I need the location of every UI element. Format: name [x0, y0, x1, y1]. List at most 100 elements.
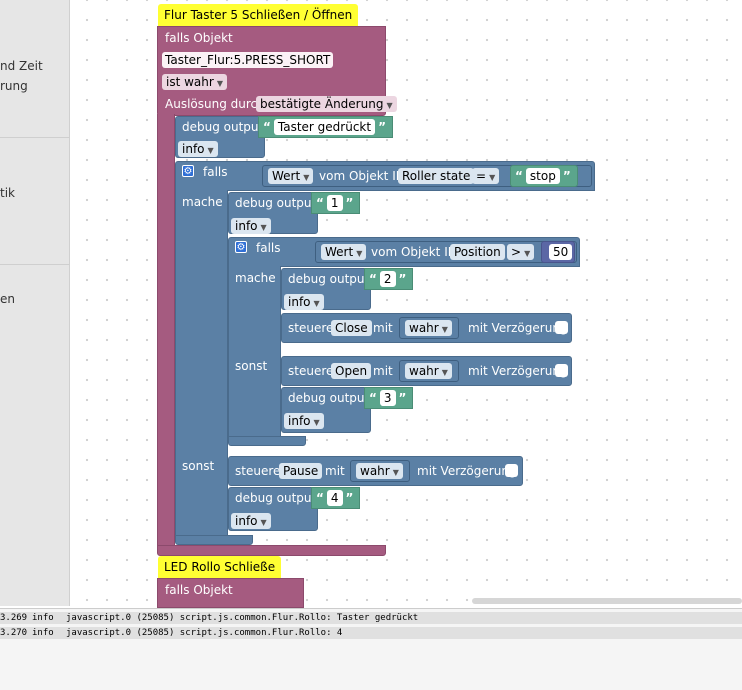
chevron-down-icon: ▼ — [356, 249, 363, 258]
event-block-spine — [157, 114, 175, 548]
control-label: steuere — [235, 464, 281, 478]
value-select-value: Wert — [272, 169, 301, 183]
value-select-dropdown[interactable]: Wert▼ — [268, 168, 314, 184]
boolean-dropdown[interactable]: wahr▼ — [405, 320, 452, 336]
string-block[interactable]: “3” — [364, 387, 414, 409]
debug-level-dropdown[interactable]: info▼ — [284, 413, 324, 429]
with-label: mit — [325, 464, 345, 478]
if-block-spine — [228, 266, 281, 442]
string-block[interactable]: “1” — [311, 192, 361, 214]
control-label: steuere — [288, 321, 334, 335]
chevron-down-icon: ▼ — [441, 325, 448, 334]
delay-label: mit Verzögerung — [468, 321, 568, 335]
chevron-down-icon: ▼ — [392, 468, 399, 477]
boolean-dropdown[interactable]: wahr▼ — [356, 463, 403, 479]
string-block[interactable]: “stop” — [510, 165, 578, 187]
value-select-dropdown[interactable]: Wert▼ — [321, 244, 367, 260]
debug-level-value: info — [235, 219, 258, 233]
log-message: javascript.0 (25085) script.js.common.Fl… — [66, 628, 343, 638]
debug-output-label: debug output — [235, 196, 317, 210]
chevron-down-icon: ▼ — [260, 223, 267, 232]
trigger-type-value: bestätigte Änderung — [260, 97, 384, 111]
value-select-value: Wert — [325, 245, 354, 259]
object-id-field[interactable]: Roller state — [398, 168, 475, 184]
sidebar: nd Zeit rung tik en — [0, 0, 70, 606]
trigger-type-dropdown[interactable]: bestätigte Änderung▼ — [256, 96, 397, 112]
if-block-footer — [175, 535, 253, 545]
control-object-field[interactable]: Open — [331, 363, 372, 379]
control-label: steuere — [288, 364, 334, 378]
debug-level-dropdown[interactable]: info▼ — [178, 141, 218, 157]
gear-icon[interactable]: ⚙ — [235, 241, 247, 253]
object-id-field[interactable]: Taster_Flur:5.PRESS_SHORT — [162, 52, 334, 68]
script-title[interactable]: LED Rollo Schließe — [158, 556, 282, 578]
condition-value: ist wahr — [166, 75, 214, 89]
event-block[interactable] — [157, 578, 304, 608]
quote-close-icon: ” — [345, 491, 354, 505]
chevron-down-icon: ▼ — [303, 173, 310, 182]
sidebar-item-label[interactable]: en — [0, 292, 15, 306]
debug-level-dropdown[interactable]: info▼ — [231, 513, 271, 529]
quote-open-icon: “ — [316, 491, 324, 505]
string-value[interactable]: Taster gedrückt — [273, 119, 376, 135]
trigger-type-label: Auslösung durch — [165, 97, 265, 111]
chevron-down-icon: ▼ — [313, 418, 320, 427]
script-title[interactable]: Flur Taster 5 Schließen / Öffnen — [158, 4, 359, 26]
string-value[interactable]: stop — [525, 168, 560, 184]
quote-close-icon: ” — [398, 272, 407, 286]
debug-level-value: info — [182, 142, 205, 156]
horizontal-scrollbar[interactable] — [472, 598, 742, 604]
gear-icon[interactable]: ⚙ — [182, 165, 194, 177]
operator-dropdown[interactable]: =▼ — [472, 168, 500, 184]
log-row: 3.270 info javascript.0 (25085) script.j… — [0, 627, 742, 639]
chevron-down-icon: ▼ — [524, 249, 531, 258]
number-value[interactable]: 50 — [549, 244, 573, 260]
debug-level-value: info — [288, 414, 311, 428]
delay-checkbox[interactable] — [505, 464, 518, 477]
string-block[interactable]: “Taster gedrückt” — [258, 116, 393, 138]
debug-level-dropdown[interactable]: info▼ — [284, 294, 324, 310]
string-block[interactable]: “2” — [364, 268, 414, 290]
if-sonst-label: sonst — [182, 459, 215, 473]
quote-open-icon: “ — [369, 272, 377, 286]
log-panel: 3.269 info javascript.0 (25085) script.j… — [0, 608, 742, 690]
control-object-field[interactable]: Pause — [279, 463, 323, 479]
chevron-down-icon: ▼ — [386, 101, 393, 110]
chevron-down-icon: ▼ — [207, 146, 214, 155]
log-row: 3.269 info javascript.0 (25085) script.j… — [0, 612, 742, 624]
string-value[interactable]: 3 — [379, 390, 396, 406]
string-value[interactable]: 1 — [326, 195, 343, 211]
debug-level-value: info — [288, 295, 311, 309]
object-id-field[interactable]: Position — [450, 244, 505, 260]
if-sonst-label: sonst — [235, 359, 268, 373]
delay-checkbox[interactable] — [555, 364, 568, 377]
string-value[interactable]: 2 — [379, 271, 396, 287]
log-time: 3.269 — [0, 613, 28, 623]
string-value[interactable]: 4 — [326, 490, 343, 506]
sidebar-item-label[interactable]: tik — [0, 186, 15, 200]
quote-close-icon: ” — [378, 120, 386, 134]
control-object-field[interactable]: Close — [331, 320, 372, 336]
debug-level-dropdown[interactable]: info▼ — [231, 218, 271, 234]
chevron-down-icon: ▼ — [441, 368, 448, 377]
log-level: info — [32, 613, 54, 623]
if-block-spine — [175, 190, 228, 540]
debug-output-label: debug output — [288, 391, 370, 405]
chevron-down-icon: ▼ — [216, 79, 223, 88]
if-mache-label: mache — [235, 271, 276, 285]
boolean-value: wahr — [360, 464, 390, 478]
operator-dropdown[interactable]: >▼ — [507, 244, 535, 260]
log-message: javascript.0 (25085) script.js.common.Fl… — [66, 613, 419, 623]
sidebar-divider — [0, 264, 70, 265]
string-block[interactable]: “4” — [311, 487, 361, 509]
sidebar-item-label[interactable]: nd Zeit — [0, 59, 43, 73]
quote-close-icon: ” — [345, 196, 354, 210]
boolean-dropdown[interactable]: wahr▼ — [405, 363, 452, 379]
sidebar-item-label[interactable]: rung — [0, 79, 28, 93]
debug-output-label: debug output — [235, 491, 317, 505]
condition-dropdown[interactable]: ist wahr▼ — [162, 74, 227, 90]
debug-output-label: debug output — [182, 120, 264, 134]
delay-checkbox[interactable] — [555, 321, 568, 334]
boolean-value: wahr — [409, 321, 439, 335]
log-level: info — [32, 628, 54, 638]
